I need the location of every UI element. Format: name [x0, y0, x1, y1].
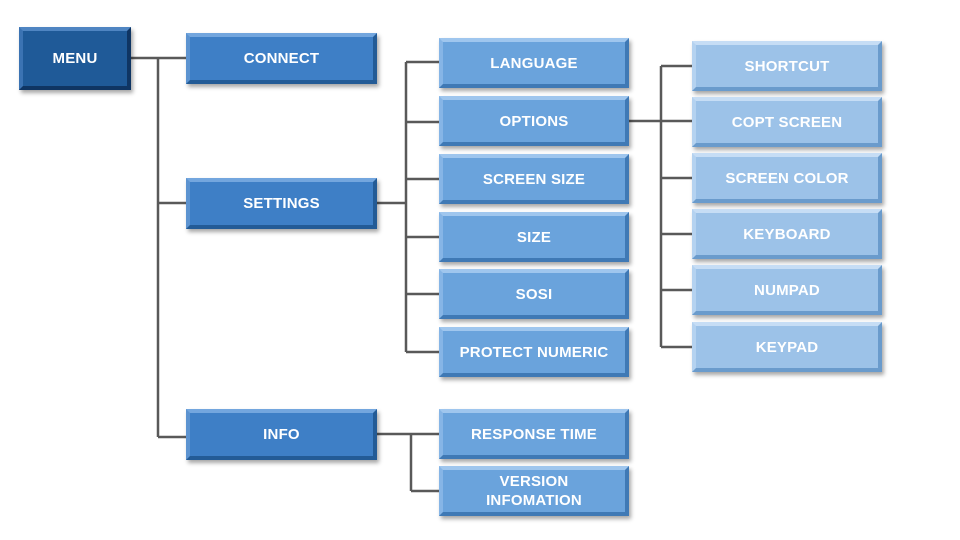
- numpad-node-label: NUMPAD: [754, 281, 820, 299]
- info-node-label: INFO: [263, 426, 300, 443]
- screen-size-node[interactable]: SCREEN SIZE: [439, 154, 629, 204]
- protect-numeric-node[interactable]: PROTECT NUMERIC: [439, 327, 629, 377]
- info-node[interactable]: INFO: [186, 409, 377, 460]
- sosi-node-label: SOSI: [515, 285, 553, 303]
- response-time-node-label: RESPONSE TIME: [471, 425, 597, 443]
- keypad-node[interactable]: KEYPAD: [692, 322, 882, 372]
- language-node[interactable]: LANGUAGE: [439, 38, 629, 88]
- keyboard-node-label: KEYBOARD: [743, 225, 831, 243]
- size-node-label: SIZE: [516, 228, 552, 246]
- settings-node[interactable]: SETTINGS: [186, 178, 377, 229]
- version-information-node[interactable]: VERSION INFOMATION: [439, 466, 629, 516]
- screen-size-node-label: SCREEN SIZE: [482, 170, 586, 188]
- keypad-node-label: KEYPAD: [755, 338, 819, 356]
- shortcut-node-label: SHORTCUT: [744, 57, 830, 75]
- language-node-label: LANGUAGE: [490, 54, 578, 72]
- copy-screen-node[interactable]: COPT SCREEN: [692, 97, 882, 147]
- version-line-1: VERSION: [499, 473, 569, 490]
- screen-color-node[interactable]: SCREEN COLOR: [692, 153, 882, 203]
- keyboard-node[interactable]: KEYBOARD: [692, 209, 882, 259]
- connect-node[interactable]: CONNECT: [186, 33, 377, 84]
- size-node[interactable]: SIZE: [439, 212, 629, 262]
- version-line-2: INFOMATION: [486, 492, 582, 509]
- shortcut-node[interactable]: SHORTCUT: [692, 41, 882, 91]
- menu-node[interactable]: MENU: [19, 27, 131, 90]
- connect-node-label: CONNECT: [243, 50, 320, 67]
- version-information-node-label: VERSION INFOMATION: [486, 472, 582, 510]
- options-node-label: OPTIONS: [499, 112, 569, 130]
- options-node[interactable]: OPTIONS: [439, 96, 629, 146]
- screen-color-node-label: SCREEN COLOR: [725, 169, 849, 187]
- numpad-node[interactable]: NUMPAD: [692, 265, 882, 315]
- sosi-node[interactable]: SOSI: [439, 269, 629, 319]
- response-time-node[interactable]: RESPONSE TIME: [439, 409, 629, 459]
- menu-node-label: MENU: [52, 50, 98, 67]
- copy-screen-node-label: COPT SCREEN: [731, 113, 843, 131]
- settings-node-label: SETTINGS: [243, 195, 320, 212]
- protect-numeric-node-label: PROTECT NUMERIC: [459, 343, 609, 361]
